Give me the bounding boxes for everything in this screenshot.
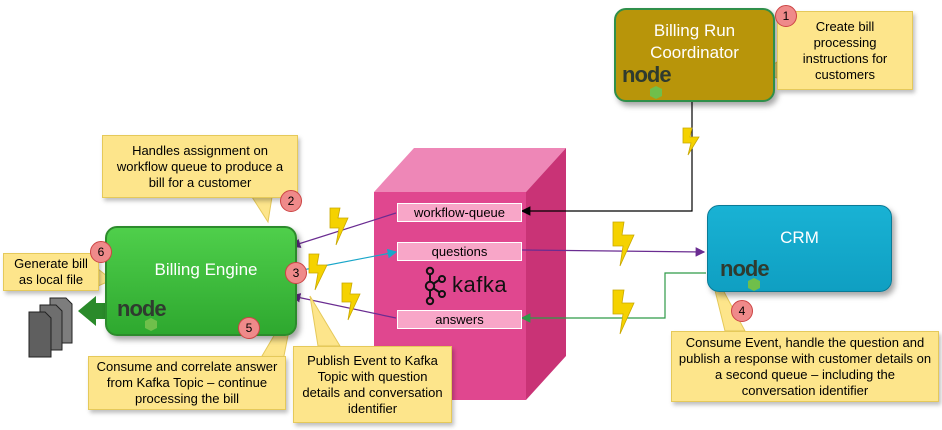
crm-to-answers-line [520, 272, 706, 323]
lightning-icon [612, 221, 635, 267]
coordinator-title: Billing Run Coordinator [650, 21, 739, 62]
step-badge-5: 5 [238, 317, 260, 339]
answers-to-engine-line [290, 293, 397, 319]
nodejs-logo: node [117, 296, 167, 321]
lightning-icon [329, 207, 349, 246]
lightning-icons [308, 127, 700, 335]
note-consume-correlate: Consume and correlate answer from Kafka … [88, 356, 286, 410]
workflow-queue[interactable]: workflow-queue [397, 203, 522, 222]
step-badge-3: 3 [285, 262, 307, 284]
crm-title: CRM [780, 228, 819, 247]
step-badge-4: 4 [731, 300, 753, 322]
engine-title: Billing Engine [154, 260, 258, 279]
note-consume-event: Consume Event, handle the question and p… [671, 331, 939, 402]
note-handles-assignment: Handles assignment on workflow queue to … [102, 135, 298, 198]
billing-engine[interactable]: Billing Engine node [105, 226, 297, 336]
lightning-icon [682, 127, 700, 156]
note-create-bill: Create bill processing instructions for … [777, 11, 913, 90]
questions-to-crm-line [521, 247, 706, 257]
kafka-label: kafka [452, 272, 508, 297]
note-generate-bill: Generate bill as local file [3, 253, 99, 291]
document-stack-icon [28, 297, 73, 358]
questions-queue[interactable]: questions [397, 242, 522, 261]
kafka-logo-icon [424, 266, 446, 306]
step-badge-6: 6 [90, 241, 112, 263]
nodejs-hexagon-icon [748, 278, 760, 291]
nodejs-logo: node [720, 256, 770, 281]
note-publish-event: Publish Event to Kafka Topic with questi… [293, 346, 452, 423]
step-badge-1: 1 [775, 5, 797, 27]
crm-system[interactable]: CRM node [707, 205, 892, 292]
lightning-icon [341, 282, 361, 321]
nodejs-hexagon-icon [650, 86, 662, 99]
lightning-icon [612, 289, 635, 335]
nodejs-logo: node [622, 62, 672, 87]
workflow-to-engine-line [290, 212, 397, 249]
nodejs-hexagon-icon [145, 318, 157, 331]
billing-run-coordinator[interactable]: Billing Run Coordinator node [614, 8, 775, 102]
answers-queue[interactable]: answers [397, 310, 522, 329]
step-badge-2: 2 [280, 190, 302, 212]
lightning-icon [308, 253, 328, 291]
generate-file-arrow [78, 296, 106, 326]
